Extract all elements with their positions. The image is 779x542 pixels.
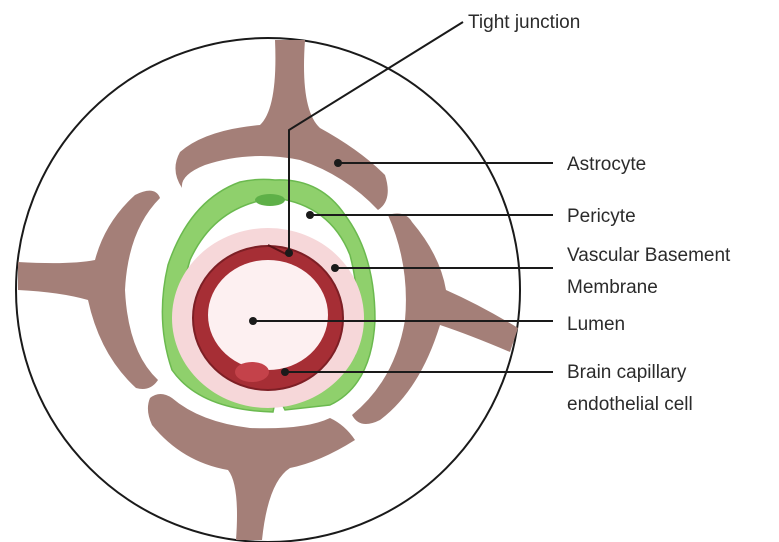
dot-basement-membrane	[331, 264, 339, 272]
dot-endothelial-cell	[281, 368, 289, 376]
lumen	[208, 260, 328, 370]
dot-lumen	[249, 317, 257, 325]
label-endothelial-line1: Brain capillary	[567, 362, 687, 383]
label-astrocyte: Astrocyte	[567, 154, 646, 175]
label-pericyte: Pericyte	[567, 206, 636, 227]
endothelial-nucleus	[235, 362, 269, 382]
dot-pericyte	[306, 211, 314, 219]
label-basement-line2: Membrane	[567, 277, 658, 298]
dot-astrocyte	[334, 159, 342, 167]
label-tight-junction: Tight junction	[468, 12, 580, 33]
label-lumen: Lumen	[567, 314, 625, 335]
label-basement-line1: Vascular Basement	[567, 245, 731, 266]
label-endothelial-line2: endothelial cell	[567, 394, 693, 415]
pericyte-nucleus	[255, 194, 285, 206]
dot-tight-junction	[285, 249, 293, 257]
